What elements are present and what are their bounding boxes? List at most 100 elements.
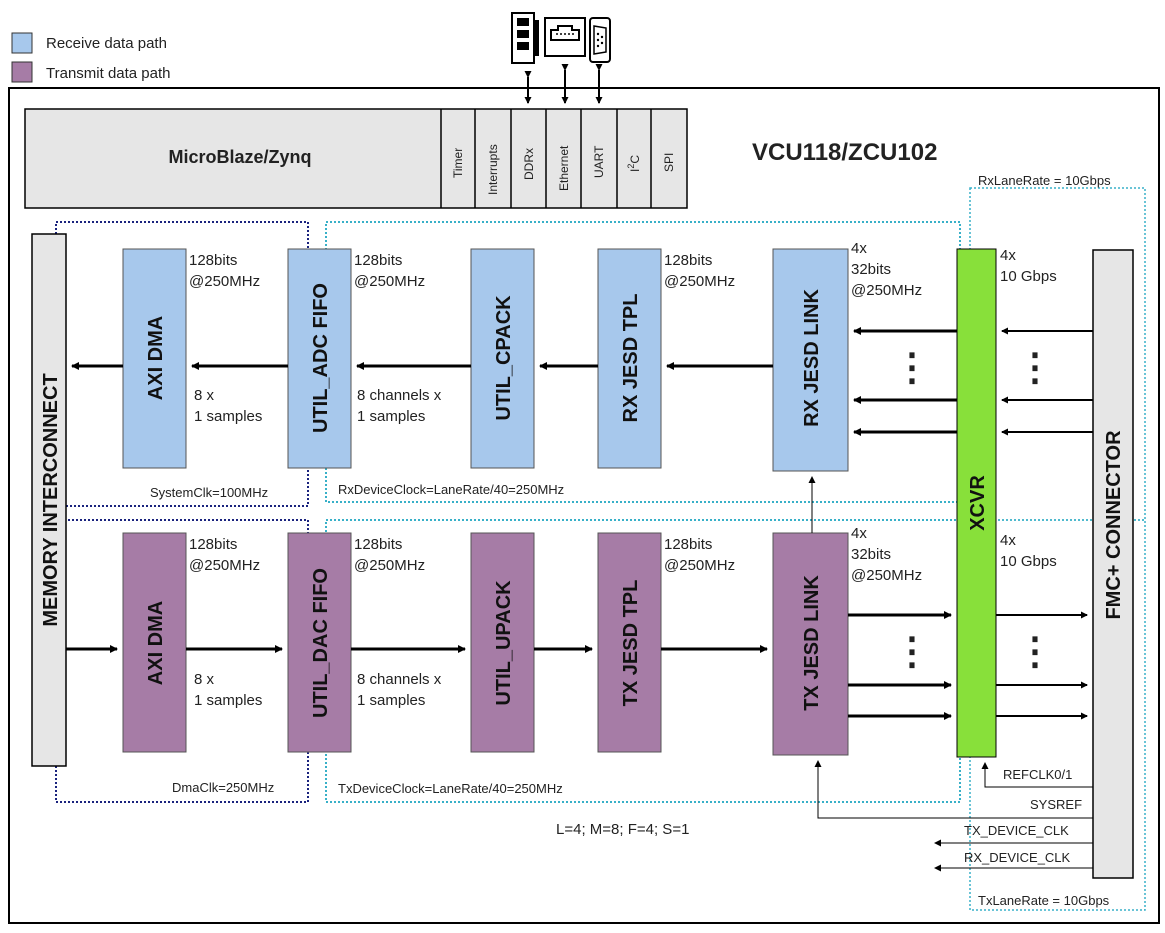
rx-util-adc-fifo-block: UTIL_ADC FIFO [287,248,352,469]
tx-fmc-arrows [996,611,1088,720]
peripheral-spi: SPI [662,153,676,172]
rx-dma-samples-2: 1 samples [194,408,262,425]
tx-dma-width-2: @250MHz [189,557,260,574]
serial-port-icon [589,17,611,63]
tx-jesd-link-block: TX JESD LINK [772,532,849,756]
processor-block: MicroBlaze/Zynq Timer Interrupts DDRx Et… [24,108,688,209]
rx-xcvr-rate-1: 4x [1000,247,1016,264]
tx-tpl-width-2: @250MHz [664,557,735,574]
rx-link-ellipsis: ⋮ [893,347,931,389]
tx-link-ellipsis: ⋮ [893,631,931,673]
tx-jesd-tpl-label: TX JESD TPL [620,580,642,707]
rx-fifo-samples-2: 1 samples [357,408,425,425]
clock-signal-lines [808,476,1093,872]
rx-tpl-width-1: 128bits [664,252,712,269]
rx-util-adc-fifo-label: UTIL_ADC FIFO [310,283,332,433]
rx-data-arrows [71,327,957,436]
dma-clk-label: DmaClk=250MHz [172,780,274,795]
rx-fifo-width-1: 128bits [354,252,402,269]
rx-axi-dma-block: AXI DMA [122,248,187,469]
tx-fmc-ellipsis: ⋮ [1016,631,1054,673]
memory-interconnect-label: MEMORY INTERCONNECT [40,373,62,626]
tx-util-upack-block: UTIL_UPACK [470,532,535,753]
rx-fifo-width-2: @250MHz [354,273,425,290]
refclk-line [981,762,1093,788]
tx-dma-samples-2: 1 samples [194,692,262,709]
refclk-label: REFCLK0/1 [1003,767,1072,782]
rx-fmc-arrows [1001,327,1093,436]
tx-lane-rate-label: TxLaneRate = 10Gbps [978,893,1110,908]
tx-dma-width-1: 128bits [189,536,237,553]
tx-dma-samples-1: 8 x [194,671,215,688]
ethernet-port-icon [544,17,586,57]
processor-label: MicroBlaze/Zynq [168,147,311,167]
tx-util-dac-fifo-label: UTIL_DAC FIFO [310,568,332,718]
rx-lane-rate-label: RxLaneRate = 10Gbps [978,173,1111,188]
tx-link-width-2: 32bits [851,546,891,563]
rx-fmc-ellipsis: ⋮ [1016,347,1054,389]
tx-xcvr-rate-1: 4x [1000,532,1016,549]
rx-util-cpack-label: UTIL_CPACK [493,295,515,421]
xcvr-label: XCVR [967,475,989,531]
peripheral-timer: Timer [451,148,465,178]
rx-axi-dma-label: AXI DMA [145,316,167,400]
tx-lane-rate-domain [969,519,1146,911]
fmc-connector-label: FMC+ CONNECTOR [1103,430,1125,620]
tx-util-dac-fifo-block: UTIL_DAC FIFO [287,532,352,753]
tx-util-upack-label: UTIL_UPACK [493,580,515,706]
sysref-label: SYSREF [1030,797,1082,812]
rx-dma-samples-1: 8 x [194,387,215,404]
tx-link-width-3: @250MHz [851,567,922,584]
rx-jesd-link-block: RX JESD LINK [772,248,849,472]
rx-jesd-link-label: RX JESD LINK [801,289,823,427]
tx-device-clock-label: TxDeviceClock=LaneRate/40=250MHz [338,781,563,796]
peripheral-arrows [524,64,603,104]
tx-link-width-1: 4x [851,525,867,542]
tx-tpl-width-1: 128bits [664,536,712,553]
jesd-parameters: L=4; M=8; F=4; S=1 [556,821,689,838]
peripheral-uart: UART [592,145,606,178]
tx-jesd-tpl-block: TX JESD TPL [597,532,662,753]
rx-link-width-3: @250MHz [851,282,922,299]
rx-dma-width-2: @250MHz [189,273,260,290]
tx-jesd-link-label: TX JESD LINK [801,575,823,711]
tx-axi-dma-block: AXI DMA [122,532,187,753]
rx-link-width-2: 32bits [851,261,891,278]
sysref-line [814,760,1093,819]
board-frame [8,87,1160,924]
rx-util-cpack-block: UTIL_CPACK [470,248,535,469]
xcvr-block: XCVR [956,248,997,758]
memory-interconnect: MEMORY INTERCONNECT [31,233,67,767]
fmc-connector: FMC+ CONNECTOR [1092,249,1134,879]
tx-fifo-width-1: 128bits [354,536,402,553]
memory-module-icon [511,12,539,64]
tx-fifo-samples-2: 1 samples [357,692,425,709]
tx-fifo-samples-1: 8 channels x [357,671,442,688]
peripheral-i2c: I2C [626,155,642,172]
peripheral-ethernet: Ethernet [557,145,571,191]
tx-device-clock-domain [325,519,961,803]
rx-tpl-width-2: @250MHz [664,273,735,290]
peripheral-interrupts: Interrupts [486,144,500,195]
rx-device-clk-label: RX_DEVICE_CLK [964,850,1071,865]
tx-data-arrows [66,611,952,720]
tx-fifo-width-2: @250MHz [354,557,425,574]
legend-receive-swatch [11,32,33,54]
peripheral-ddrx: DDRx [522,148,536,180]
tx-device-clk-label: TX_DEVICE_CLK [964,823,1069,838]
tx-xcvr-rate-2: 10 Gbps [1000,553,1057,570]
rx-fifo-samples-1: 8 channels x [357,387,442,404]
tx-axi-dma-label: AXI DMA [145,601,167,685]
legend-receive-label: Receive data path [46,35,167,52]
board-title: VCU118/ZCU102 [752,139,937,166]
rx-jesd-tpl-block: RX JESD TPL [597,248,662,469]
rx-xcvr-rate-2: 10 Gbps [1000,268,1057,285]
legend-transmit-label: Transmit data path [46,65,171,82]
rx-device-clock-label: RxDeviceClock=LaneRate/40=250MHz [338,482,564,497]
rx-link-width-1: 4x [851,240,867,257]
system-clk-label: SystemClk=100MHz [150,485,268,500]
rx-jesd-tpl-label: RX JESD TPL [620,294,642,423]
legend-transmit-swatch [11,61,33,83]
legend: Receive data path Transmit data path [11,32,171,83]
